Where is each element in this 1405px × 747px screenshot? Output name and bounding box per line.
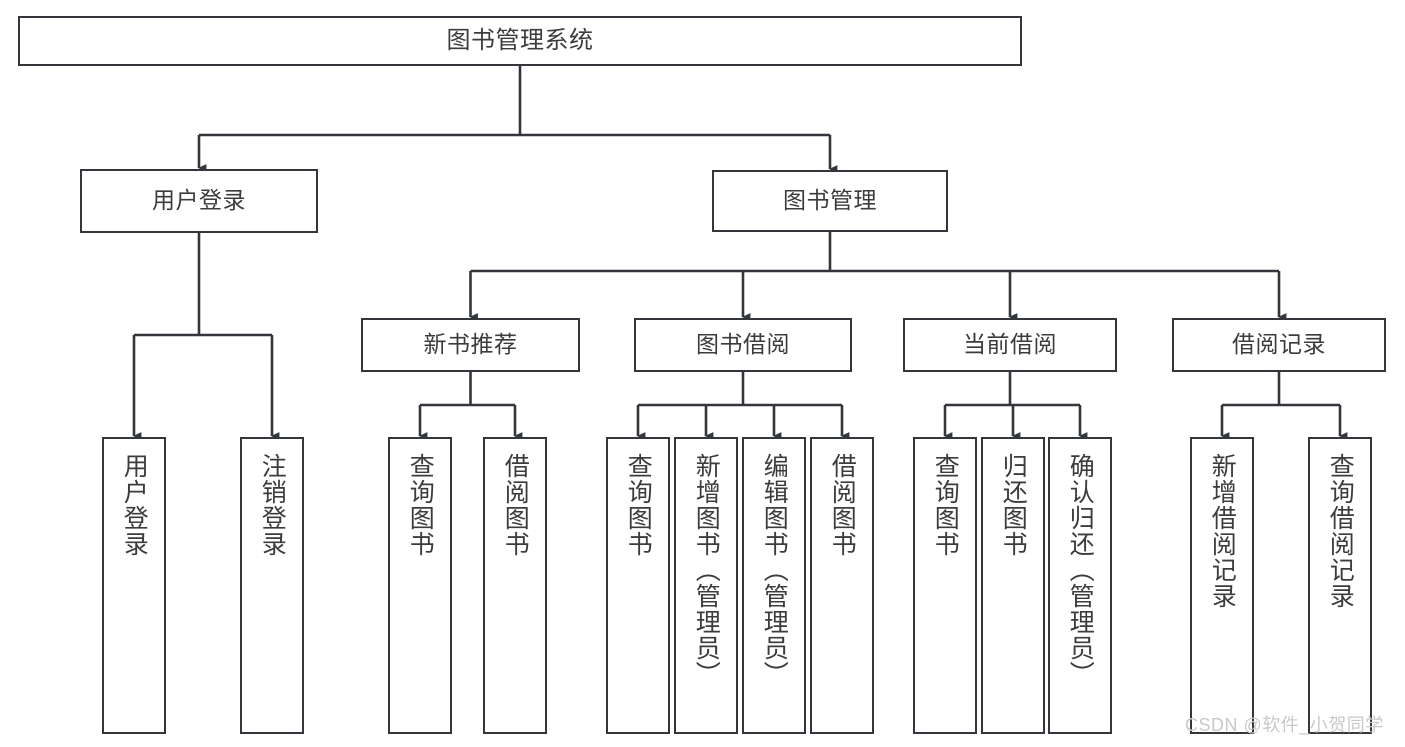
watermark-text: CSDN @软件_小贺同学 — [1185, 715, 1384, 735]
node-label: 借阅图书 — [501, 453, 530, 557]
edge-group — [132, 66, 1348, 440]
node-label: 查询图书 — [406, 453, 435, 557]
node-login[interactable]: 用户登录 — [80, 169, 318, 233]
node-label: 新增借阅记录 — [1208, 453, 1237, 609]
node-l3[interactable]: 查询图书 — [388, 437, 452, 734]
node-label: 归还图书 — [999, 453, 1028, 557]
node-label: 查询借阅记录 — [1326, 453, 1355, 609]
node-l13[interactable]: 查询借阅记录 — [1308, 437, 1372, 734]
node-label: 编辑图书（管理员） — [760, 453, 789, 687]
node-root[interactable]: 图书管理系统 — [18, 16, 1022, 66]
node-label: 图书借阅 — [696, 331, 790, 358]
node-l5[interactable]: 查询图书 — [606, 437, 670, 734]
node-label: 新增图书（管理员） — [692, 453, 721, 687]
node-l8[interactable]: 借阅图书 — [810, 437, 874, 734]
node-l6[interactable]: 新增图书（管理员） — [674, 437, 738, 734]
node-l10[interactable]: 归还图书 — [981, 437, 1045, 734]
node-label: 用户登录 — [152, 187, 246, 214]
node-l1[interactable]: 用户登录 — [102, 437, 166, 734]
node-label: 用户登录 — [120, 453, 149, 557]
node-l2[interactable]: 注销登录 — [240, 437, 304, 734]
node-label: 图书管理系统 — [446, 26, 594, 54]
node-borrow[interactable]: 图书借阅 — [634, 318, 852, 372]
node-label: 当前借阅 — [963, 331, 1057, 358]
node-label: 新书推荐 — [423, 331, 518, 358]
node-label: 确认归还（管理员） — [1066, 453, 1095, 687]
node-l4[interactable]: 借阅图书 — [483, 437, 547, 734]
node-label: 借阅记录 — [1232, 331, 1326, 358]
node-records[interactable]: 借阅记录 — [1172, 318, 1386, 372]
node-l7[interactable]: 编辑图书（管理员） — [742, 437, 806, 734]
node-l9[interactable]: 查询图书 — [913, 437, 977, 734]
node-label: 查询图书 — [931, 453, 960, 557]
node-l11[interactable]: 确认归还（管理员） — [1048, 437, 1112, 734]
node-current[interactable]: 当前借阅 — [903, 318, 1117, 372]
node-label: 借阅图书 — [828, 453, 857, 557]
node-newbook[interactable]: 新书推荐 — [361, 318, 580, 372]
node-l12[interactable]: 新增借阅记录 — [1190, 437, 1254, 734]
node-label: 注销登录 — [258, 453, 287, 557]
node-label: 查询图书 — [624, 453, 653, 557]
node-label: 图书管理 — [783, 187, 877, 214]
node-bookmgmt[interactable]: 图书管理 — [712, 170, 948, 232]
